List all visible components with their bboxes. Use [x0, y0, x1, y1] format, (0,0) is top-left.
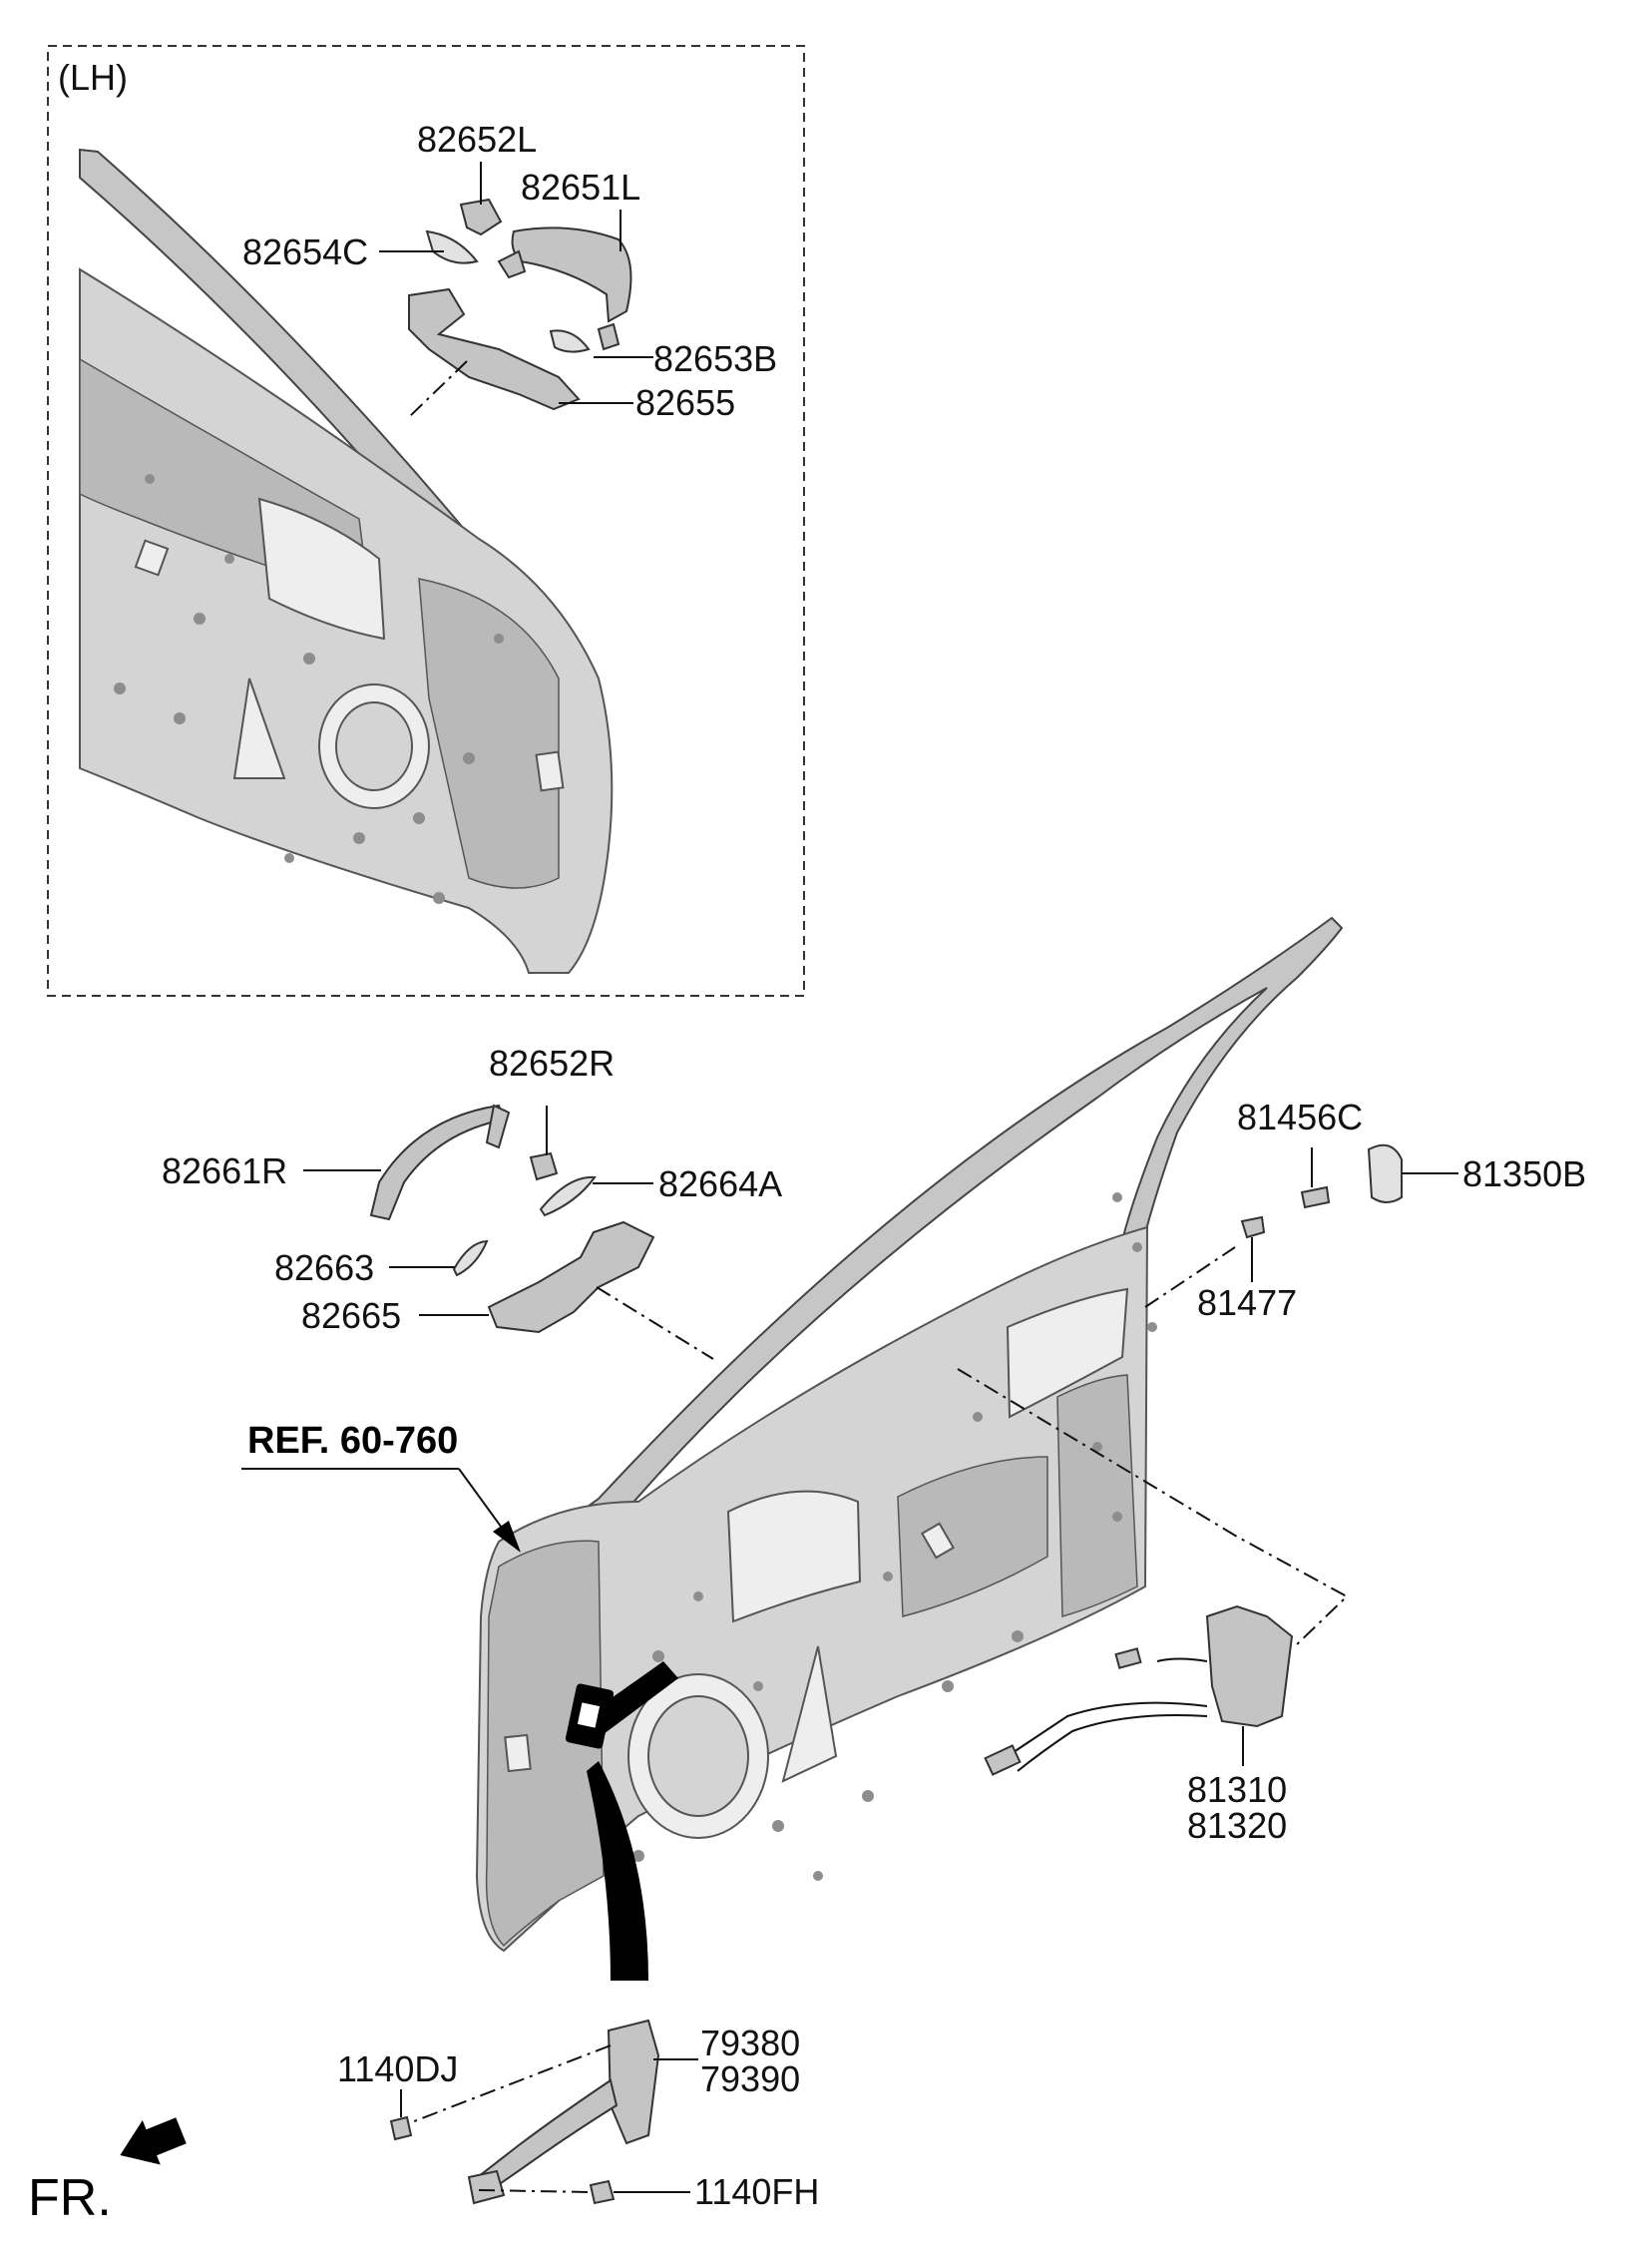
door-checker [565, 1661, 678, 1981]
callout-wedge [587, 1761, 648, 1981]
label-82653b: 82653B [653, 338, 777, 379]
main-leader-lines [303, 1106, 1458, 2193]
part-81350b-shape [1367, 1143, 1403, 1203]
part-82661r-end [485, 1104, 511, 1149]
part-1140dj-shape [389, 2115, 413, 2141]
label-81456c: 81456C [1237, 1097, 1363, 1137]
label-1140dj: 1140DJ [337, 2048, 458, 2089]
front-direction-arrow-icon [120, 2117, 187, 2165]
part-82652r-shape [529, 1151, 559, 1181]
main-door-panel [475, 916, 1344, 1953]
label-82655: 82655 [635, 382, 735, 423]
label-82651l: 82651L [521, 167, 640, 208]
part-82653b-plug [597, 322, 620, 351]
part-81456c-shape [1300, 1185, 1331, 1209]
lh-handle-parts [408, 198, 632, 418]
part-82664a-shape [539, 1175, 597, 1217]
label-82661r: 82661R [162, 1150, 287, 1191]
label-81477: 81477 [1197, 1282, 1297, 1323]
label-79390: 79390 [700, 2058, 800, 2099]
label-1140fh: 1140FH [694, 2171, 819, 2212]
lh-door-panel [79, 148, 614, 974]
label-82652l: 82652L [417, 119, 537, 160]
door-checker-arm [589, 1661, 678, 1734]
main-handle-parts [369, 1104, 714, 1360]
ref-callout [241, 1468, 521, 1553]
part-81310-shape [1205, 1604, 1294, 1728]
part-82654c-shape [425, 229, 479, 264]
part-82663-shape [452, 1239, 489, 1277]
label-81320: 81320 [1187, 1805, 1287, 1846]
orientation-indicator: FR. [28, 2117, 187, 2227]
part-79380-shape [607, 2019, 660, 2145]
label-81350b: 81350B [1462, 1153, 1586, 1194]
part-82655-shape [408, 287, 581, 411]
part-82651l-shape [511, 226, 632, 323]
label-79380: 79380 [700, 2023, 800, 2063]
label-reference: REF. 60-760 [247, 1420, 458, 1462]
orientation-label: FR. [28, 2169, 112, 2227]
part-82661r-shape [369, 1104, 506, 1221]
label-81310: 81310 [1187, 1769, 1287, 1810]
label-82663: 82663 [274, 1247, 374, 1288]
checker-parts [389, 2019, 660, 2205]
part-82651l-tab [497, 249, 527, 279]
label-82654c: 82654C [242, 231, 368, 272]
lh-inset-title: (LH) [58, 57, 128, 98]
part-81477-shape [1240, 1215, 1266, 1239]
label-82664a: 82664A [658, 1163, 782, 1204]
main-lock-parts [957, 1143, 1403, 1776]
lh-inset: (LH) [47, 45, 805, 997]
label-82665: 82665 [301, 1295, 401, 1336]
label-82652r: 82652R [489, 1043, 615, 1084]
lh-inset-border [47, 45, 805, 997]
part-82652l-shape [459, 198, 503, 236]
part-82665-shape [487, 1220, 655, 1334]
part-82653b-shape [549, 329, 591, 353]
part-1140fh-shape [589, 2179, 616, 2205]
